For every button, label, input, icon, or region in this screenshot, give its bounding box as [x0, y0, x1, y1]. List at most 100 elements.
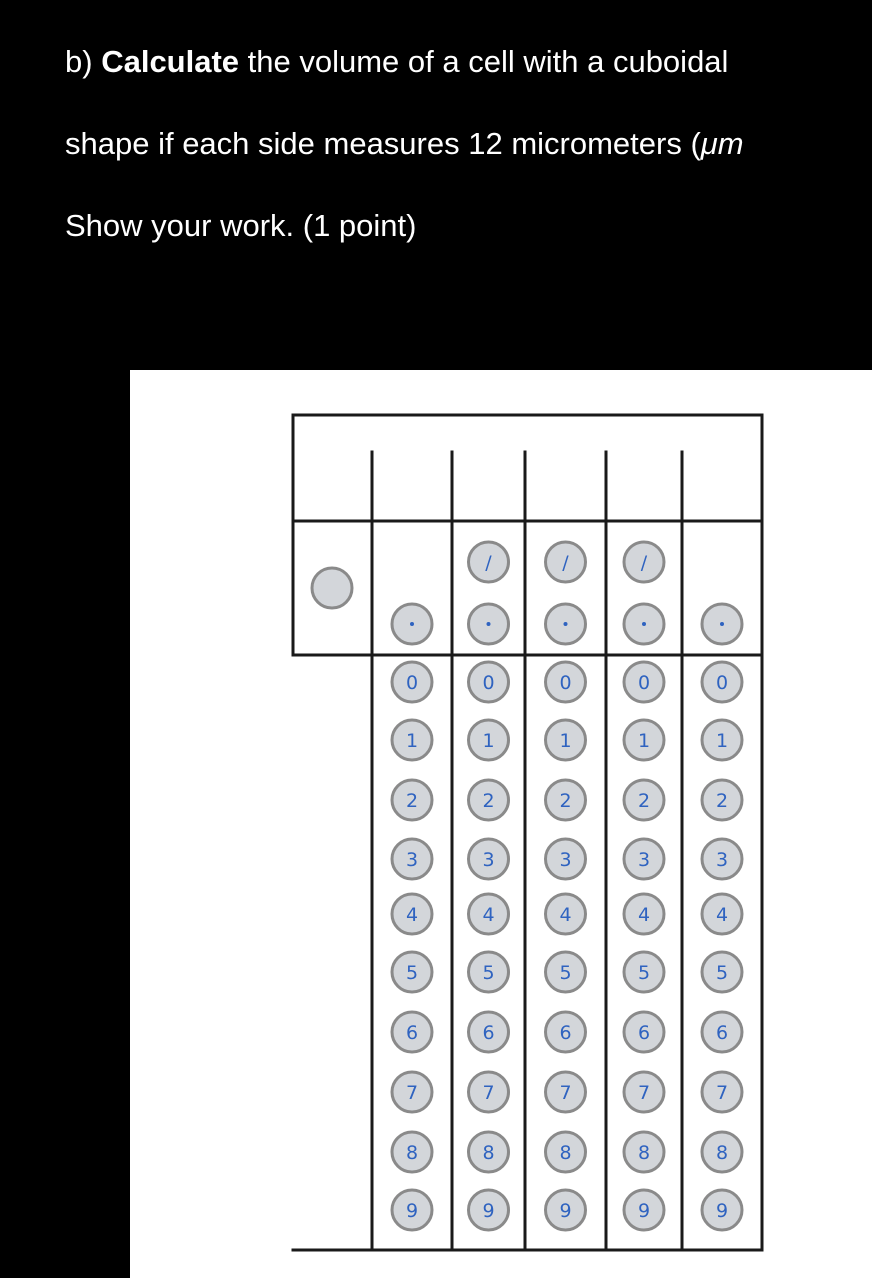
- bubble-circle[interactable]: [622, 950, 666, 994]
- digit-bubble-col2-2[interactable]: 2: [467, 778, 510, 822]
- digit-bubble-col2-3[interactable]: 3: [467, 837, 510, 881]
- digit-bubble-col2-1[interactable]: 1: [467, 718, 510, 762]
- bubble-circle[interactable]: [544, 540, 587, 584]
- bubble-circle[interactable]: [700, 718, 744, 762]
- digit-bubble-col4-2[interactable]: 2: [622, 778, 666, 822]
- bubble-circle[interactable]: [700, 1070, 744, 1114]
- digit-bubble-col1-2[interactable]: 2: [390, 778, 434, 822]
- digit-bubble-col1-3[interactable]: 3: [390, 837, 434, 881]
- digit-bubble-col3-2[interactable]: 2: [544, 778, 587, 822]
- bubble-circle[interactable]: [622, 837, 666, 881]
- bubble-circle[interactable]: [622, 540, 666, 584]
- digit-bubble-col1-6[interactable]: 6: [390, 1010, 434, 1054]
- digit-bubble-col4-5[interactable]: 5: [622, 950, 666, 994]
- bubble-circle[interactable]: [700, 660, 744, 704]
- sign-bubble[interactable]: [310, 566, 354, 610]
- bubble-circle[interactable]: [622, 1010, 666, 1054]
- digit-bubble-col5-1[interactable]: 1: [700, 718, 744, 762]
- bubble-circle[interactable]: [467, 837, 510, 881]
- answer-box-2[interactable]: [454, 455, 523, 519]
- digit-bubble-col4-0[interactable]: 0: [622, 660, 666, 704]
- digit-bubble-col1-0[interactable]: 0: [390, 660, 434, 704]
- digit-bubble-col4-4[interactable]: 4: [622, 892, 666, 936]
- decimal-point-bubble[interactable]: [390, 602, 434, 646]
- bubble-circle[interactable]: [390, 950, 434, 994]
- digit-bubble-col4-8[interactable]: 8: [622, 1130, 666, 1174]
- digit-bubble-col5-5[interactable]: 5: [700, 950, 744, 994]
- digit-bubble-col4-1[interactable]: 1: [622, 718, 666, 762]
- bubble-circle[interactable]: [544, 718, 587, 762]
- bubble-circle[interactable]: [390, 892, 434, 936]
- digit-bubble-col1-1[interactable]: 1: [390, 718, 434, 762]
- digit-bubble-col3-3[interactable]: 3: [544, 837, 587, 881]
- bubble-circle[interactable]: [467, 778, 510, 822]
- digit-bubble-col4-3[interactable]: 3: [622, 837, 666, 881]
- digit-bubble-col1-5[interactable]: 5: [390, 950, 434, 994]
- digit-bubble-col3-5[interactable]: 5: [544, 950, 587, 994]
- digit-bubble-col3-1[interactable]: 1: [544, 718, 587, 762]
- digit-bubble-col2-4[interactable]: 4: [467, 892, 510, 936]
- decimal-point-bubble[interactable]: [622, 602, 666, 646]
- digit-bubble-col5-3[interactable]: 3: [700, 837, 744, 881]
- digit-bubble-col2-5[interactable]: 5: [467, 950, 510, 994]
- fraction-bar-bubble[interactable]: /: [622, 540, 666, 584]
- bubble-circle[interactable]: [467, 1188, 510, 1232]
- digit-bubble-col2-9[interactable]: 9: [467, 1188, 510, 1232]
- digit-bubble-col1-4[interactable]: 4: [390, 892, 434, 936]
- digit-bubble-col5-8[interactable]: 8: [700, 1130, 744, 1174]
- digit-bubble-col1-7[interactable]: 7: [390, 1070, 434, 1114]
- bubble-circle[interactable]: [390, 1188, 434, 1232]
- bubble-circle[interactable]: [467, 1070, 510, 1114]
- digit-bubble-col4-9[interactable]: 9: [622, 1188, 666, 1232]
- digit-bubble-col3-0[interactable]: 0: [544, 660, 587, 704]
- bubble-circle[interactable]: [467, 950, 510, 994]
- digit-bubble-col2-6[interactable]: 6: [467, 1010, 510, 1054]
- digit-bubble-col5-9[interactable]: 9: [700, 1188, 744, 1232]
- digit-bubble-col2-8[interactable]: 8: [467, 1130, 510, 1174]
- digit-bubble-col3-7[interactable]: 7: [544, 1070, 587, 1114]
- digit-bubble-col3-9[interactable]: 9: [544, 1188, 587, 1232]
- digit-bubble-col2-0[interactable]: 0: [467, 660, 510, 704]
- bubble-circle[interactable]: [390, 718, 434, 762]
- fraction-bar-bubble[interactable]: /: [544, 540, 587, 584]
- digit-bubble-col3-6[interactable]: 6: [544, 1010, 587, 1054]
- bubble-circle[interactable]: [310, 566, 354, 610]
- bubble-circle[interactable]: [700, 837, 744, 881]
- answer-box-4[interactable]: [608, 455, 680, 519]
- digit-bubble-col4-6[interactable]: 6: [622, 1010, 666, 1054]
- bubble-circle[interactable]: [467, 1010, 510, 1054]
- bubble-circle[interactable]: [622, 892, 666, 936]
- bubble-circle[interactable]: [700, 778, 744, 822]
- bubble-circle[interactable]: [544, 950, 587, 994]
- fraction-bar-bubble[interactable]: /: [467, 540, 510, 584]
- digit-bubble-col3-4[interactable]: 4: [544, 892, 587, 936]
- bubble-circle[interactable]: [390, 778, 434, 822]
- bubble-circle[interactable]: [390, 1010, 434, 1054]
- bubble-circle[interactable]: [544, 778, 587, 822]
- digit-bubble-col2-7[interactable]: 7: [467, 1070, 510, 1114]
- bubble-circle[interactable]: [622, 1188, 666, 1232]
- bubble-circle[interactable]: [700, 950, 744, 994]
- bubble-circle[interactable]: [390, 1130, 434, 1174]
- bubble-circle[interactable]: [467, 892, 510, 936]
- bubble-circle[interactable]: [544, 1130, 587, 1174]
- bubble-circle[interactable]: [622, 778, 666, 822]
- bubble-circle[interactable]: [544, 1010, 587, 1054]
- decimal-point-bubble[interactable]: [544, 602, 587, 646]
- bubble-circle[interactable]: [700, 892, 744, 936]
- bubble-circle[interactable]: [700, 1130, 744, 1174]
- bubble-circle[interactable]: [390, 1070, 434, 1114]
- bubble-circle[interactable]: [390, 660, 434, 704]
- digit-bubble-col5-7[interactable]: 7: [700, 1070, 744, 1114]
- bubble-circle[interactable]: [544, 660, 587, 704]
- digit-bubble-col1-8[interactable]: 8: [390, 1130, 434, 1174]
- bubble-circle[interactable]: [390, 837, 434, 881]
- bubble-circle[interactable]: [622, 718, 666, 762]
- decimal-point-bubble[interactable]: [467, 602, 510, 646]
- bubble-circle[interactable]: [467, 540, 510, 584]
- digit-bubble-col4-7[interactable]: 7: [622, 1070, 666, 1114]
- bubble-circle[interactable]: [700, 1010, 744, 1054]
- bubble-circle[interactable]: [622, 660, 666, 704]
- digit-bubble-col3-8[interactable]: 8: [544, 1130, 587, 1174]
- digit-bubble-col5-2[interactable]: 2: [700, 778, 744, 822]
